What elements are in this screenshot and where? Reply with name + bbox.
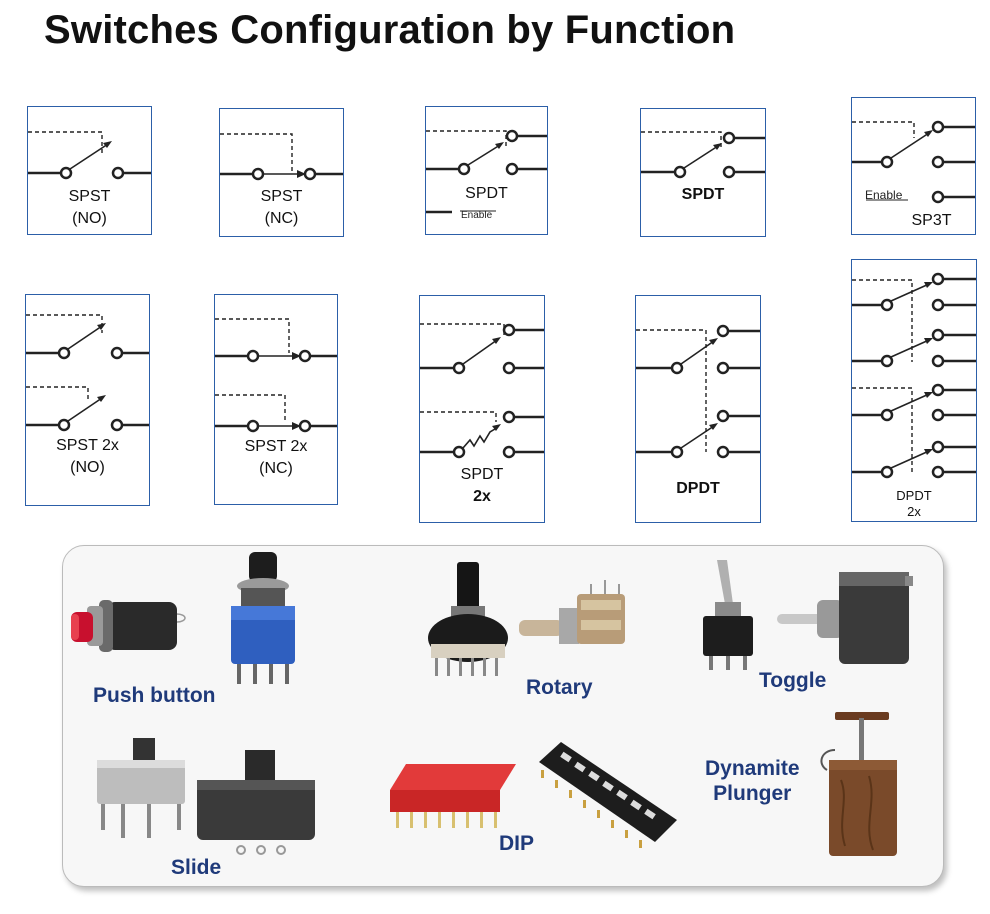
diagram-dpdt: DPDT xyxy=(635,295,761,523)
dpdt-symbol xyxy=(636,324,760,459)
toggle-large-image xyxy=(777,572,913,664)
spst-2x-nc-sublabel: (NC) xyxy=(259,460,293,477)
spst-nc-sublabel: (NC) xyxy=(264,210,299,227)
diagram-spdt-enable: SPDT Enable xyxy=(425,106,548,235)
sp3t-symbol xyxy=(852,120,975,204)
diagram-spdt-2x: SPDT 2x xyxy=(419,295,545,523)
slide-small-image xyxy=(97,738,185,838)
dynamite-plunger-image xyxy=(820,712,897,856)
spdt-2x-label: SPDT xyxy=(460,466,504,483)
diagram-spdt: SPDT xyxy=(640,108,766,237)
dynamite-label-line1: Dynamite xyxy=(705,757,800,780)
spdt-label: SPDT xyxy=(681,186,725,203)
spdt-enable-text: Enable xyxy=(461,210,493,221)
spst-nc-symbol xyxy=(220,133,343,181)
spdt-enable-label: SPDT xyxy=(465,185,508,202)
slide-large-image xyxy=(197,750,315,855)
diagram-spst-2x-no: SPST 2x (NO) xyxy=(25,294,150,506)
dpdt-2x-label: DPDT xyxy=(896,488,932,503)
spst-2x-no-label: SPST 2x xyxy=(56,437,119,454)
spst-no-sublabel: (NO) xyxy=(72,210,107,227)
diagram-spst-no: SPST (NO) xyxy=(27,106,152,235)
diagram-spst-2x-nc: SPST 2x (NC) xyxy=(214,294,338,505)
spst-2x-nc-label: SPST 2x xyxy=(244,438,308,455)
dip-black-image xyxy=(539,742,677,848)
spdt-enable-symbol xyxy=(426,129,547,214)
sp3t-enable-text: Enable xyxy=(865,188,903,202)
switch-types-panel: Push button Rotary xyxy=(62,545,944,887)
rotary-shaft-image xyxy=(519,580,625,644)
push-button-blue-image xyxy=(231,552,295,684)
diagram-spst-nc: SPST (NC) xyxy=(219,108,344,237)
slide-label: Slide xyxy=(171,856,222,879)
rotary-label: Rotary xyxy=(526,676,593,699)
push-button-image xyxy=(71,600,186,652)
diagram-dpdt-2x: DPDT 2x xyxy=(851,259,977,522)
dpdt-2x-sublabel: 2x xyxy=(907,505,921,519)
sp3t-label: SP3T xyxy=(911,212,952,229)
spst-2x-no-sublabel: (NO) xyxy=(70,459,105,476)
rotary-image xyxy=(428,562,508,676)
dynamite-label-line2: Plunger xyxy=(713,782,792,805)
spst-nc-label: SPST xyxy=(260,188,303,205)
toggle-label: Toggle xyxy=(759,669,827,692)
dip-label: DIP xyxy=(499,832,535,855)
toggle-small-image xyxy=(703,560,753,670)
spst-no-symbol xyxy=(28,131,151,180)
spst-no-label: SPST xyxy=(68,188,111,205)
spdt-symbol xyxy=(641,131,765,179)
dpdt-2x-symbol xyxy=(852,272,976,479)
spdt-2x-sublabel: 2x xyxy=(473,488,491,505)
dip-red-image xyxy=(390,764,516,828)
diagram-sp3t: Enable SP3T xyxy=(851,97,976,235)
spdt-2x-symbol xyxy=(420,323,544,459)
dpdt-label: DPDT xyxy=(676,480,720,497)
push-button-label: Push button xyxy=(93,684,216,707)
spst-2x-no-symbol xyxy=(26,314,149,432)
page-title: Switches Configuration by Function xyxy=(44,8,736,52)
dynamite-plunger-label: Dynamite Plunger xyxy=(705,756,800,806)
spst-2x-nc-symbol xyxy=(215,318,337,433)
